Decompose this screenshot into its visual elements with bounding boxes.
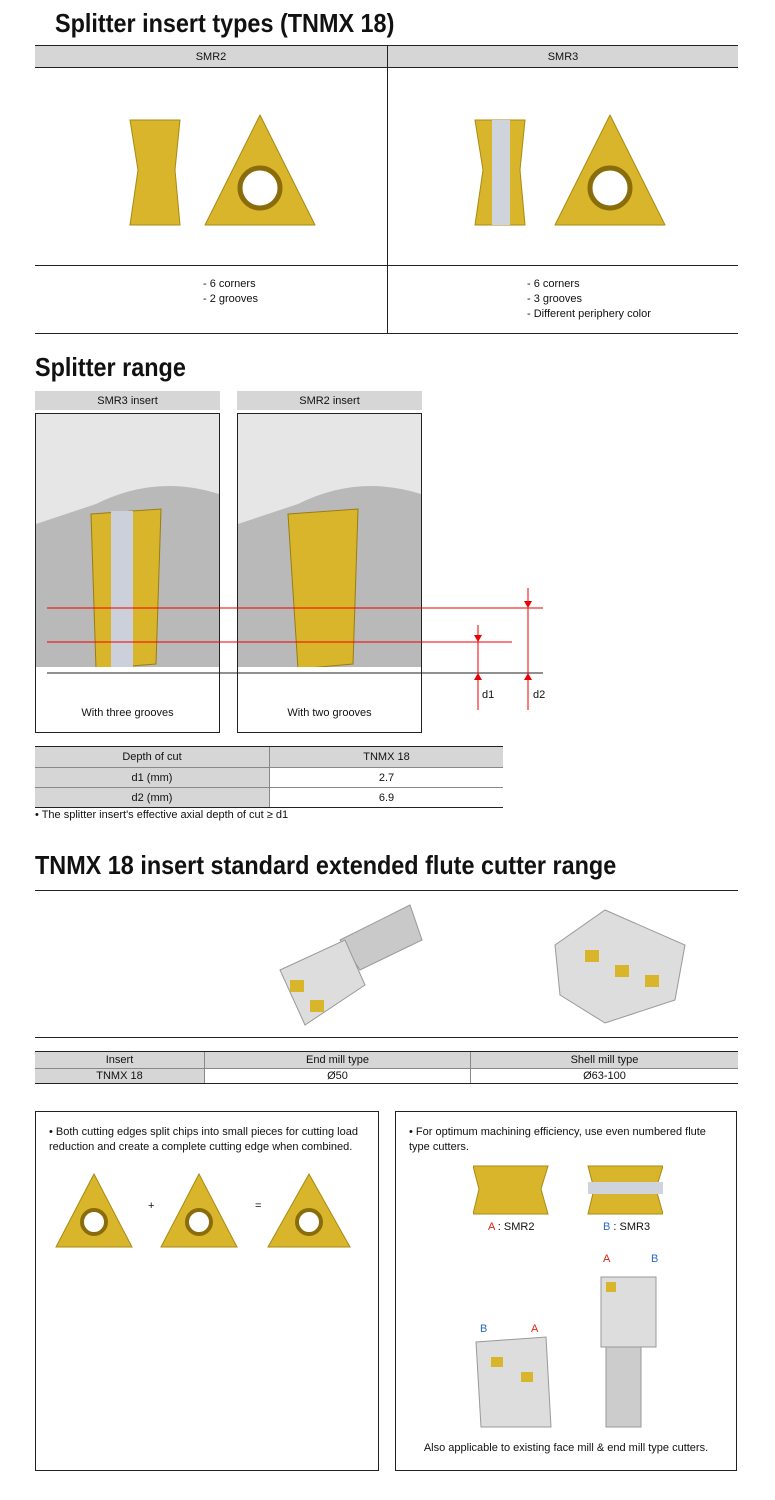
smr3-insert-image <box>474 114 666 226</box>
box-right-text: • For optimum machining efficiency, use … <box>409 1126 706 1153</box>
smr2-cutter-image <box>238 414 421 670</box>
feature: - 6 corners <box>203 278 256 290</box>
panel-header-smr3: SMR3 insert <box>35 391 220 410</box>
end-mill-image <box>279 904 423 1026</box>
depth-note: • The splitter insert's effective axial … <box>35 809 289 821</box>
mark-b: B <box>480 1323 488 1335</box>
depth-lines <box>47 588 543 710</box>
smr-inserts-image <box>473 1165 663 1215</box>
cutters-image <box>475 1276 657 1428</box>
mark-b: B <box>651 1253 659 1265</box>
caption-two-grooves: With two grooves <box>287 707 372 719</box>
smr2-features: - 6 corners - 2 grooves <box>203 277 258 307</box>
td-d2: d2 (mm) <box>35 788 269 807</box>
td-d2-value: 6.9 <box>378 791 395 804</box>
plus-sign: + <box>148 1200 155 1212</box>
col-header-smr2: SMR2 <box>35 46 387 68</box>
shell-mill-image <box>554 909 686 1024</box>
caption-three-grooves: With three grooves <box>81 707 174 719</box>
section-title-splitter-range: Splitter range <box>35 352 186 382</box>
d1-label: d1 <box>482 689 495 701</box>
th-depth: Depth of cut <box>35 747 269 767</box>
td-end-mill: Ø50 <box>327 1070 348 1082</box>
td-insert: TNMX 18 <box>35 1069 204 1083</box>
panel-smr2: With two grooves <box>237 413 422 733</box>
feature: - 2 grooves <box>203 293 259 305</box>
smr2-insert-image <box>129 114 316 226</box>
mark-a: A <box>603 1253 611 1265</box>
panel-header-smr2: SMR2 insert <box>237 391 422 410</box>
th-shell-mill: Shell mill type <box>471 1052 738 1068</box>
d2-label: d2 <box>533 689 546 701</box>
label-smr2: A : SMR2 <box>488 1221 535 1233</box>
th-insert: Insert <box>35 1052 204 1068</box>
smr3-features: - 6 corners - 3 grooves - Different peri… <box>527 277 651 322</box>
box-chip-splitting: • Both cutting edges split chips into sm… <box>35 1111 379 1471</box>
col-header-smr3: SMR3 <box>388 46 738 68</box>
th-tnmx: TNMX 18 <box>270 747 503 767</box>
td-d1-value: 2.7 <box>378 771 395 784</box>
feature: - Different periphery color <box>527 308 651 320</box>
box-left-text: • Both cutting edges split chips into sm… <box>49 1126 358 1153</box>
insert-combination-image <box>55 1172 351 1248</box>
equals-sign: = <box>255 1200 262 1212</box>
td-shell-mill: Ø63-100 <box>583 1070 626 1082</box>
section-title-cutter-range: TNMX 18 insert standard extended flute c… <box>35 850 617 880</box>
section-title-insert-types: Splitter insert types (TNMX 18) <box>55 8 395 38</box>
smr3-cutter-image <box>36 414 219 670</box>
mark-a: A <box>531 1323 539 1335</box>
label-smr3: B : SMR3 <box>603 1221 651 1233</box>
feature: - 6 corners <box>527 278 580 290</box>
box-right-footer: Also applicable to existing face mill & … <box>423 1442 709 1454</box>
th-end-mill: End mill type <box>205 1052 470 1068</box>
td-d1: d1 (mm) <box>35 768 269 787</box>
panel-smr3: With three grooves <box>35 413 220 733</box>
feature: - 3 grooves <box>527 293 583 305</box>
box-flute-type: • For optimum machining efficiency, use … <box>395 1111 737 1471</box>
